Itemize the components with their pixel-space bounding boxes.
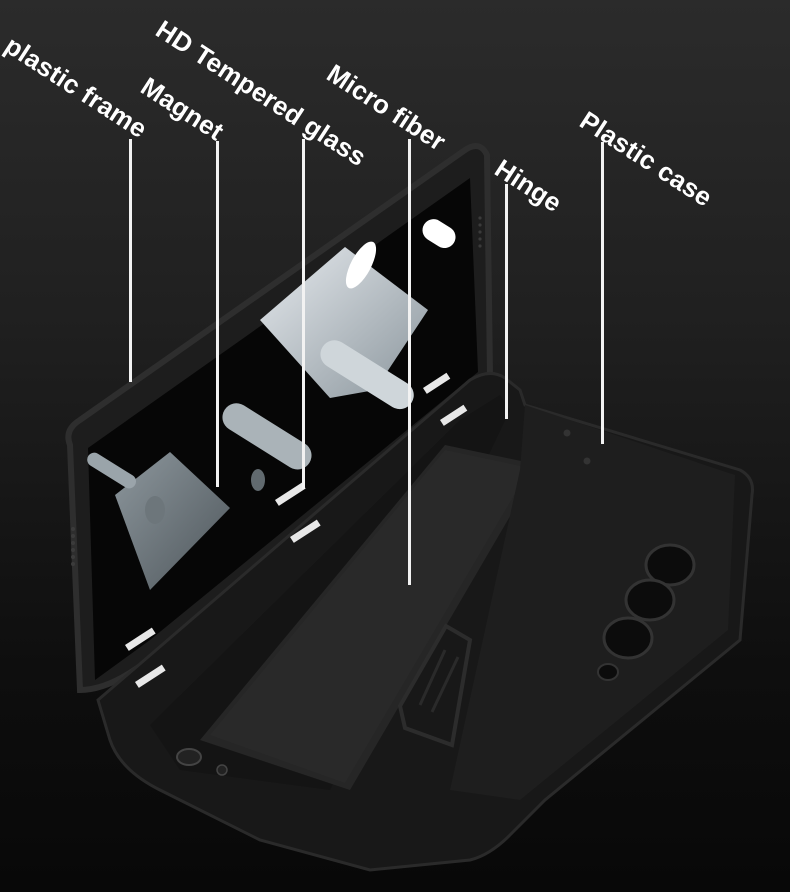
leader-hinge xyxy=(505,184,508,419)
leader-micro-fiber xyxy=(408,139,411,585)
leader-plastic-frame xyxy=(129,139,132,382)
leader-magnet xyxy=(216,141,219,487)
upper-glass-panel xyxy=(65,143,494,694)
leader-hd-tempered-glass xyxy=(302,139,305,489)
lower-case-body xyxy=(96,372,754,872)
leader-plastic-case xyxy=(601,142,604,444)
magnet-strips xyxy=(124,372,468,688)
